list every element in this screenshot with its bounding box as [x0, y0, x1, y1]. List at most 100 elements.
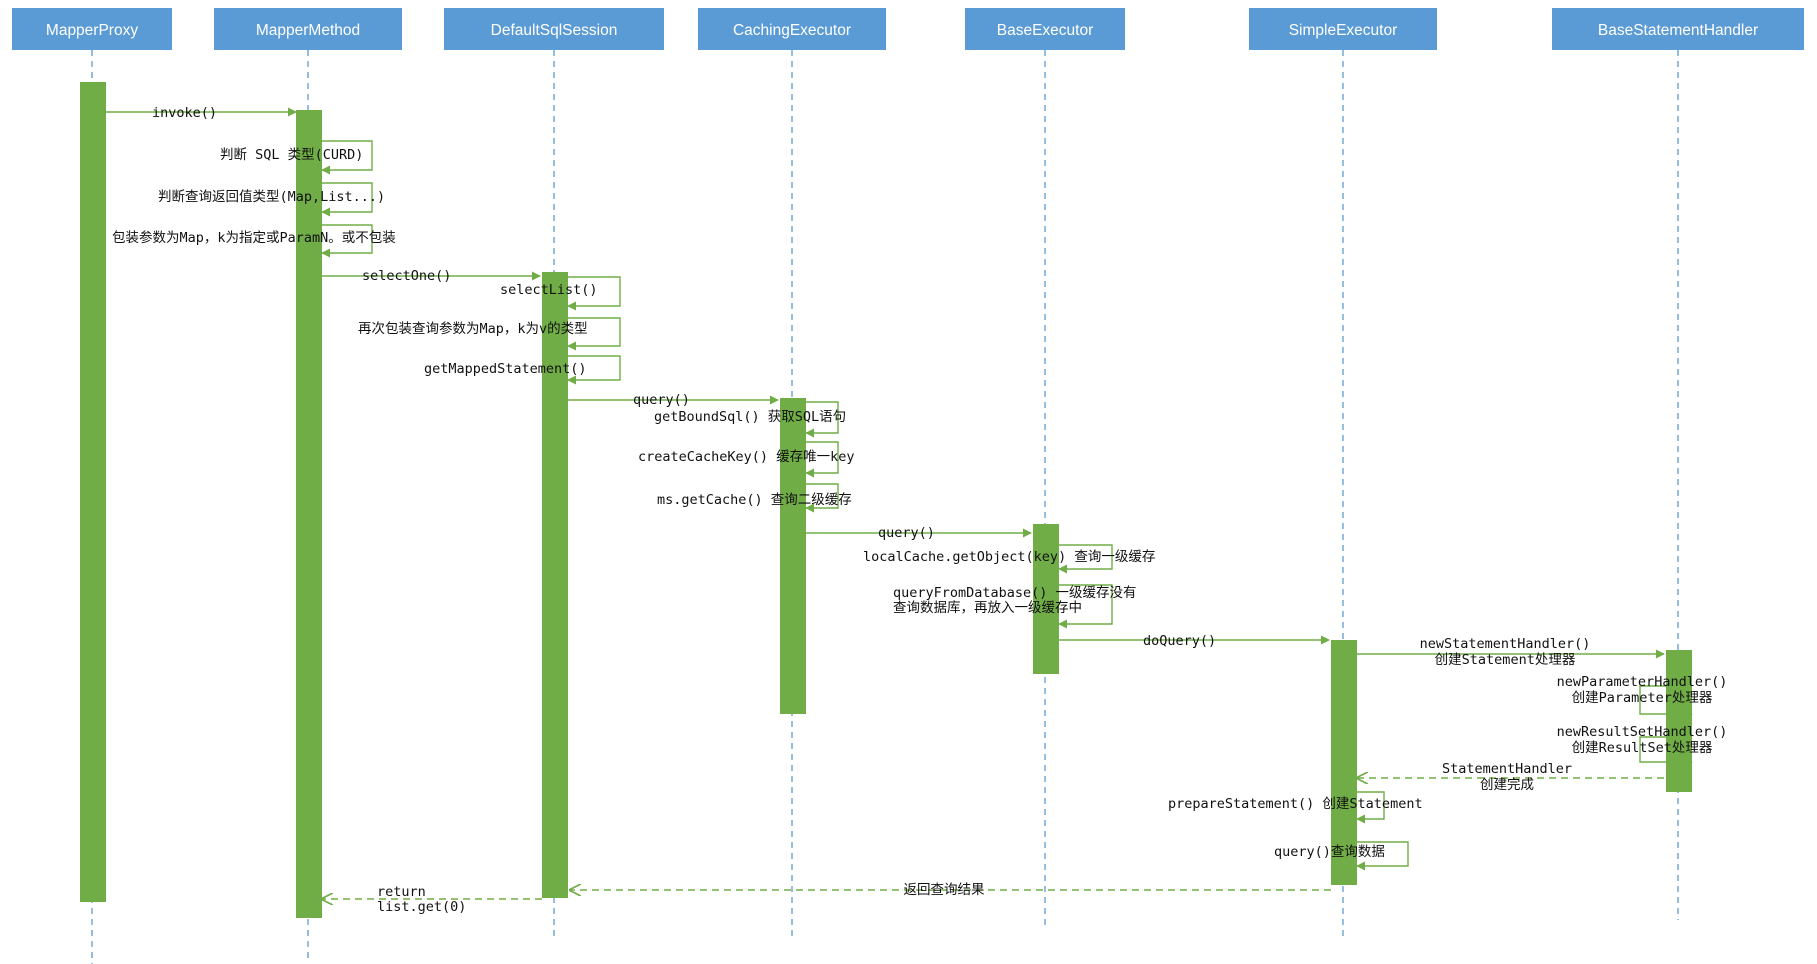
- message-label: invoke(): [152, 105, 217, 121]
- participant-name: BaseStatementHandler: [1598, 22, 1758, 39]
- message-arrow: [321, 140, 373, 175]
- message-label: 创建完成: [1480, 777, 1534, 793]
- participant-box: [1552, 8, 1804, 50]
- message-arrow: [805, 401, 839, 438]
- message-label: 判断 SQL 类型(CURD): [220, 147, 363, 163]
- participant-mm: MapperMethod: [214, 8, 402, 50]
- message-arrow: [567, 317, 621, 351]
- activation-be: [1033, 524, 1059, 674]
- message-label: queryFromDatabase() 一级缓存没有: [893, 585, 1137, 601]
- message-do-query: doQuery(): [1059, 633, 1330, 649]
- activation-be: [1033, 563, 1059, 585]
- message-new-parameter-handler: newParameterHandler()创建Parameter处理器: [1557, 674, 1728, 719]
- message-arrow: [1058, 584, 1113, 629]
- message-judge-return: 判断查询返回值类型(Map,List...): [158, 182, 385, 217]
- participant-ce: CachingExecutor: [698, 8, 886, 50]
- message-label: query(): [878, 525, 935, 541]
- message-wrap-param: 包装参数为Map，k为指定或ParamN。或不包装: [112, 224, 396, 258]
- message-label: return: [377, 884, 426, 900]
- message-label: 包装参数为Map，k为指定或ParamN。或不包装: [112, 229, 396, 246]
- message-arrow: [321, 182, 373, 217]
- message-label: list.get(0): [377, 899, 466, 915]
- message-select-one: selectOne(): [322, 268, 541, 284]
- message-be-query: query(): [806, 525, 1032, 541]
- activation-ce: [780, 398, 806, 714]
- participant-name: DefaultSqlSession: [491, 22, 618, 39]
- participant-mp: MapperProxy: [12, 8, 172, 50]
- activation-se: [1331, 640, 1357, 885]
- activation-ce: [780, 466, 806, 488]
- participant-name: SimpleExecutor: [1289, 22, 1398, 39]
- participant-be: BaseExecutor: [965, 8, 1125, 50]
- message-arrow: [805, 441, 839, 478]
- participant-name: BaseExecutor: [997, 22, 1094, 39]
- participant-box: [444, 8, 664, 50]
- message-label: newParameterHandler(): [1557, 674, 1728, 690]
- message-label: getBoundSql() 获取SQL语句: [654, 409, 846, 425]
- activation-ds: [542, 272, 568, 898]
- message-ce-query: query(): [568, 392, 779, 408]
- activation-ds: [542, 336, 568, 358]
- message-label: createCacheKey() 缓存唯一key: [638, 449, 855, 465]
- message-new-statement-handler: newStatementHandler()创建Statement处理器: [1357, 636, 1665, 668]
- participant-box: [214, 8, 402, 50]
- message-label: prepareStatement() 创建Statement: [1168, 796, 1423, 812]
- message-arrow: [1356, 841, 1409, 871]
- participant-ds: DefaultSqlSession: [444, 8, 664, 50]
- participant-box: [1249, 8, 1437, 50]
- activation-ce: [780, 426, 806, 448]
- message-label: query()查询数据: [1274, 844, 1385, 860]
- message-label: selectOne(): [362, 268, 451, 284]
- message-arrow: [1356, 791, 1385, 824]
- message-invoke: invoke(): [106, 105, 297, 121]
- activation-se: [1331, 812, 1357, 834]
- message-label: 返回查询结果: [904, 882, 985, 898]
- message-label: ms.getCache() 查询二级缓存: [657, 492, 852, 508]
- message-label: localCache.getObject(key) 查询一级缓存: [863, 549, 1155, 565]
- message-label: 再次包装查询参数为Map，k为v的类型: [358, 320, 588, 337]
- message-arrow: [1639, 685, 1693, 719]
- message-arrow: [321, 224, 373, 258]
- activation-mm: [296, 204, 322, 226]
- message-label: 创建Statement处理器: [1435, 652, 1576, 668]
- message-create-cache-key: createCacheKey() 缓存唯一key: [638, 441, 855, 478]
- message-get-bound-sql: getBoundSql() 获取SQL语句: [654, 401, 846, 438]
- message-label: StatementHandler: [1442, 761, 1572, 777]
- message-label: 创建Parameter处理器: [1572, 690, 1713, 706]
- message-judge-sql: 判断 SQL 类型(CURD): [220, 140, 373, 175]
- message-label: getMappedStatement(): [424, 361, 587, 377]
- message-label: query(): [633, 392, 690, 408]
- activation-mp: [80, 82, 106, 902]
- message-local-cache: localCache.getObject(key) 查询一级缓存: [863, 544, 1155, 574]
- message-arrow: [567, 355, 621, 385]
- message-select-list: selectList(): [500, 276, 621, 311]
- participant-se: SimpleExecutor: [1249, 8, 1437, 50]
- activation-ds: [542, 296, 568, 318]
- message-prepare-statement: prepareStatement() 创建Statement: [1168, 791, 1423, 824]
- message-label: 查询数据库，再放入一级缓存中: [893, 600, 1082, 616]
- message-arrow: [1058, 544, 1113, 574]
- participant-box: [698, 8, 886, 50]
- message-se-query: query()查询数据: [1274, 841, 1409, 871]
- message-label: newResultSetHandler(): [1557, 724, 1728, 740]
- message-wrap-again: 再次包装查询参数为Map，k为v的类型: [358, 317, 621, 351]
- message-arrow: [567, 276, 621, 311]
- participant-name: MapperMethod: [256, 22, 360, 39]
- message-label: selectList(): [500, 282, 598, 298]
- message-get-mapped-statement: getMappedStatement(): [424, 355, 621, 385]
- activation-mm: [296, 110, 322, 918]
- participant-name: CachingExecutor: [733, 22, 851, 39]
- message-label: newStatementHandler(): [1420, 636, 1591, 652]
- participant-bsh: BaseStatementHandler: [1552, 8, 1804, 50]
- message-label: 创建ResultSet处理器: [1572, 740, 1713, 756]
- participant-box: [965, 8, 1125, 50]
- message-label: 判断查询返回值类型(Map,List...): [158, 189, 385, 205]
- message-arrow: [805, 483, 839, 513]
- message-arrow: [1639, 736, 1693, 767]
- participant-box: [12, 8, 172, 50]
- participant-name: MapperProxy: [46, 22, 138, 39]
